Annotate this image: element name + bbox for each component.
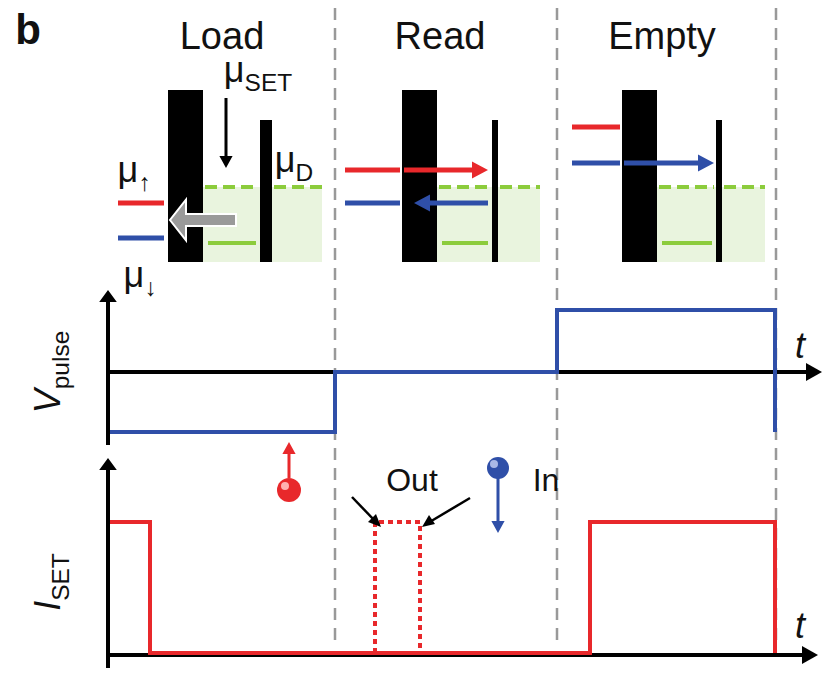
tunnel-barrier — [260, 120, 272, 262]
spin-arrow — [282, 442, 295, 478]
leader-head — [368, 514, 381, 527]
spin-up-level — [572, 125, 620, 130]
subscript: ↑ — [138, 169, 150, 196]
reservoir-level — [500, 185, 540, 189]
subscript: SET — [47, 553, 74, 601]
tunnel-arrow — [414, 195, 488, 212]
tunnel-barrier — [716, 120, 722, 262]
highlight — [490, 460, 498, 468]
set-level — [442, 241, 488, 245]
potential-label: μSET — [224, 52, 292, 88]
highlight — [281, 482, 289, 490]
fermi-sea — [437, 187, 540, 262]
label-text: μ — [118, 149, 139, 190]
label-text: V — [27, 389, 68, 413]
current-blip — [375, 522, 420, 653]
label-text: I — [27, 601, 68, 611]
axis — [99, 458, 117, 668]
set-level — [439, 185, 490, 189]
tunnel-arrow — [404, 162, 488, 179]
tunnel-barrier — [402, 90, 437, 262]
leader-head — [422, 515, 435, 527]
potential-label: μ↑ — [118, 152, 151, 188]
spin-up-level — [118, 201, 164, 206]
subscript: ↓ — [144, 274, 156, 301]
phase-divider — [334, 8, 337, 645]
fermi-sea — [657, 187, 765, 262]
event-label: In — [533, 464, 560, 496]
pulse-trace — [110, 310, 775, 432]
axis-label: ISET — [30, 553, 66, 611]
subscript: pulse — [47, 331, 74, 390]
current-trace — [110, 522, 775, 653]
phase-label: Load — [180, 17, 265, 55]
spin-up-electron — [277, 478, 301, 502]
event-label: Out — [386, 464, 438, 496]
axis-label: t — [795, 608, 805, 644]
label-text: t — [795, 325, 805, 366]
axis-label: Vpulse — [30, 331, 66, 414]
tunnel-barrier — [492, 120, 498, 262]
reservoir-level — [274, 185, 322, 189]
set-level — [662, 241, 712, 245]
spin-arrow — [491, 478, 504, 533]
subscript: SET — [245, 69, 293, 96]
subscript: D — [296, 159, 314, 186]
panel-letter: b — [15, 9, 41, 51]
potential-label: μ↓ — [124, 257, 157, 293]
label-text: Load — [180, 15, 265, 57]
leader-line — [428, 498, 470, 523]
axis — [99, 290, 117, 445]
label-text: In — [533, 462, 560, 498]
set-level — [659, 185, 714, 189]
tunnel-barrier — [622, 90, 657, 262]
set-level — [208, 241, 256, 245]
label-text: μ — [124, 254, 145, 295]
potential-label: μD — [275, 142, 313, 178]
spin-down-level — [572, 161, 620, 166]
pointer-arrow — [219, 98, 232, 168]
phase-label: Read — [395, 17, 486, 55]
label-text: Out — [386, 462, 438, 498]
axis — [806, 363, 822, 381]
label-text: b — [15, 6, 41, 53]
reservoir-level — [724, 185, 765, 189]
phase-label: Empty — [608, 17, 716, 55]
tunnel-arrow — [170, 200, 236, 241]
label-text: μ — [224, 49, 245, 90]
tunnel-arrow — [624, 155, 714, 172]
spin-down-electron — [487, 457, 509, 479]
label-text: Empty — [608, 15, 716, 57]
axis-label: t — [795, 328, 805, 364]
label-text: Read — [395, 15, 486, 57]
label-text: μ — [275, 139, 296, 180]
spin-down-level — [345, 201, 400, 206]
spin-down-level — [118, 236, 164, 241]
spin-up-level — [345, 168, 400, 173]
set-level — [205, 185, 258, 189]
axis — [802, 646, 818, 664]
label-text: t — [795, 605, 805, 646]
